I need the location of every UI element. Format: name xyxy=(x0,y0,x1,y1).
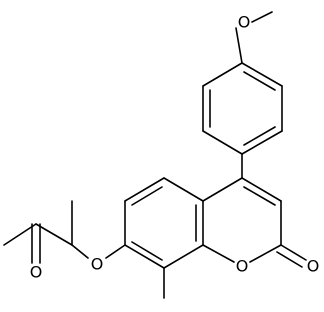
bond-methyl-methoxy-o xyxy=(251,11,273,23)
bond-aryl-ring-inner xyxy=(243,126,276,146)
bond-benzo-ring xyxy=(124,177,165,202)
bond-benzo-ring-inner xyxy=(131,186,163,206)
lactone-carbonyl-oxygen-label: O xyxy=(307,257,320,276)
bond-c2-ring-o xyxy=(249,244,282,263)
bond-c4-c3 xyxy=(241,177,282,202)
bond-c2-carbonyl-o xyxy=(280,244,307,261)
ether-oxygen-label: O xyxy=(91,255,104,274)
bond-benzo-ring xyxy=(163,244,204,269)
bond-ketone-c-methyl xyxy=(3,223,37,246)
bond-c4-c3-double xyxy=(243,186,276,206)
bond-ring-o-c8a xyxy=(202,244,235,263)
bond-aryl-ring xyxy=(202,130,243,155)
bond-methoxy-o-aryl xyxy=(235,27,243,64)
bond-benzo-ring xyxy=(163,177,204,202)
ring-oxygen-label: O xyxy=(236,257,249,276)
bond-c2-carbonyl-o-double xyxy=(276,251,303,268)
methoxy-oxygen-label: O xyxy=(238,13,251,32)
bond-ether-o-ch xyxy=(71,244,89,259)
bond-aryl-ring xyxy=(241,130,283,155)
bond-aryl-ring xyxy=(202,62,243,87)
bond-c4a-c4 xyxy=(202,177,243,202)
bond-ch-ketone-c xyxy=(35,223,73,246)
bond-aryl-ring-inner xyxy=(243,71,276,91)
bond-aryl-ring xyxy=(241,62,283,87)
bond-benzo-ring xyxy=(124,244,165,269)
bond-c7-ether-o xyxy=(105,244,126,259)
bond-benzo-ring-inner xyxy=(131,241,163,261)
ketone-oxygen-label: O xyxy=(30,263,43,282)
